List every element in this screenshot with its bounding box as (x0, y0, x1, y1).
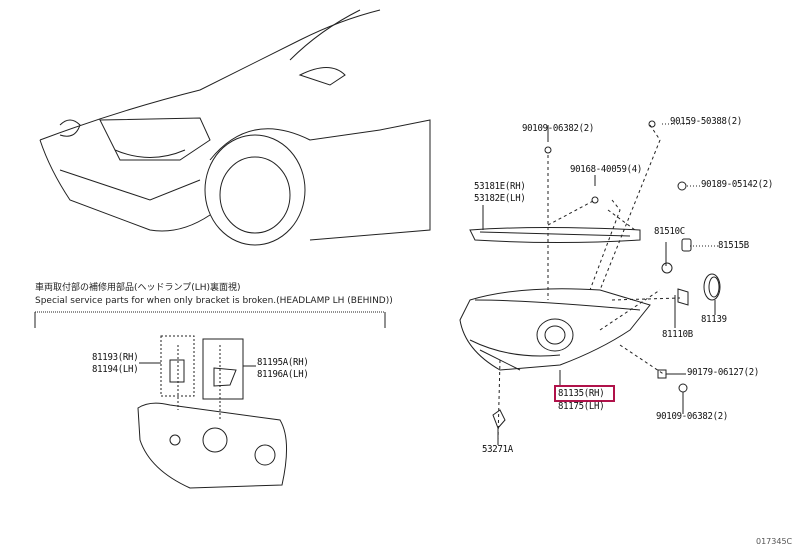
part-81135-rh[interactable]: 81135(RH) (558, 388, 605, 399)
part-81193[interactable]: 81193(RH) (92, 352, 139, 363)
japanese-note: 車両取付部の補修用部品(ヘッドランプ(LH)裏面視) (35, 283, 241, 293)
english-note: Special service parts for when only brac… (35, 296, 393, 306)
part-53182e[interactable]: 53182E(LH) (474, 193, 526, 204)
highlight-box (554, 385, 615, 402)
part-90168[interactable]: 90168-40059(4) (570, 164, 643, 175)
part-90109-top[interactable]: 90109-06382(2) (522, 123, 595, 134)
inset-box (34, 311, 386, 489)
headlamp-assembly-drawing (459, 120, 721, 445)
part-81175-lh[interactable]: 81175(LH) (558, 401, 605, 412)
diagram-code: 017345C (756, 537, 793, 546)
part-90109-lower[interactable]: 90109-06382(2) (656, 411, 729, 422)
part-81139[interactable]: 81139 (701, 314, 727, 325)
part-53181e[interactable]: 53181E(RH) (474, 181, 526, 192)
part-81510c[interactable]: 81510C (654, 226, 685, 237)
part-81110b[interactable]: 81110B (662, 329, 693, 340)
part-90189[interactable]: 90189-05142(2) (701, 179, 774, 190)
part-81194[interactable]: 81194(LH) (92, 364, 139, 375)
part-81515b[interactable]: 81515B (718, 240, 749, 251)
part-90179[interactable]: 90179-06127(2) (687, 367, 760, 378)
car-illustration (39, 9, 431, 246)
part-81195a[interactable]: 81195A(RH) (257, 357, 309, 368)
part-90159[interactable]: 90159-50388(2) (670, 116, 743, 127)
part-81196a[interactable]: 81196A(LH) (257, 369, 309, 380)
part-53271a[interactable]: 53271A (482, 444, 513, 455)
